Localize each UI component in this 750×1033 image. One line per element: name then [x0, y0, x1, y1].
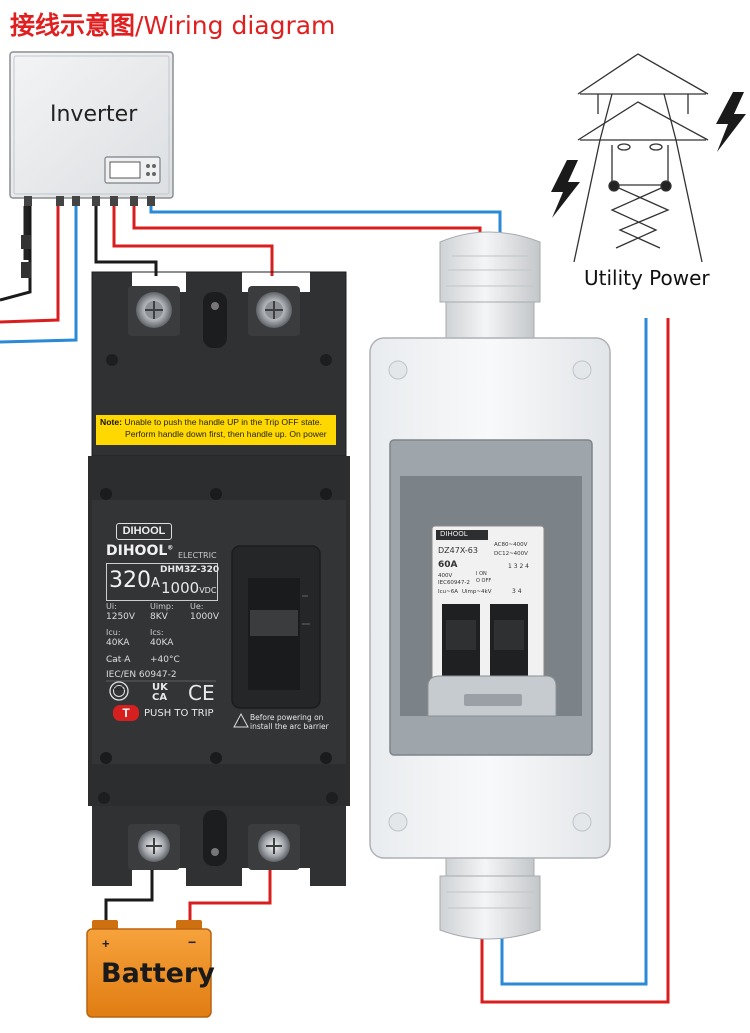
temperature: +40°C — [150, 655, 180, 665]
brand-reg: ® — [167, 544, 174, 552]
utility-wires — [480, 318, 670, 1004]
voltage-unit: VDC — [199, 586, 217, 595]
mcb-ac: AC80~400V — [494, 542, 528, 548]
inverter-label: Inverter — [50, 102, 138, 127]
mcb-rated: 400V — [438, 573, 453, 579]
inverter-to-breaker-wires — [94, 198, 274, 276]
page-title: 接线示意图/Wiring diagram — [10, 6, 335, 42]
trip-label: PUSH TO TRIP — [144, 708, 214, 719]
utility-power-label: Utility Power — [584, 266, 710, 290]
uimp-value: 8KV — [150, 612, 168, 622]
icu-value: 40KA — [106, 638, 130, 648]
ce-mark-icon: CE — [188, 681, 215, 705]
note-line1: Unable to push the handle UP in the Trip… — [124, 417, 322, 427]
mcb-off: O OFF — [476, 578, 492, 584]
mcb-std: IEC60947-2 — [438, 580, 470, 586]
mcb-dc: DC12~400V — [494, 551, 528, 557]
warn-line1: Before powering on — [250, 713, 324, 722]
mcb-uimp: Uimp~4kV — [462, 589, 492, 595]
brand-logo: DIHOOL® — [106, 543, 173, 559]
brand-text: DIHOOL — [106, 543, 168, 559]
ukca-bottom: CA — [152, 692, 168, 703]
brand-electric: ELECTRIC — [178, 551, 217, 560]
note-line2: Perform handle down first, then handle u… — [125, 428, 327, 439]
ui-label: Ui: — [106, 602, 117, 611]
ccc-mark-icon: CCC — [113, 686, 125, 692]
push-to-trip-button[interactable]: T — [113, 705, 139, 721]
current-value: 320 — [109, 568, 151, 593]
title-sep: / — [135, 11, 144, 40]
ics-value: 40KA — [150, 638, 174, 648]
rating-box — [106, 563, 218, 601]
distribution-box — [369, 231, 611, 940]
rated-current: 320A — [109, 568, 160, 593]
model-number: DHM3Z-320 — [160, 565, 220, 575]
ue-value: 1000V — [190, 612, 220, 622]
uimp-label: Uimp: — [150, 602, 174, 611]
battery — [86, 920, 212, 1018]
rated-voltage: 1000VDC — [161, 579, 216, 597]
category: Cat A — [106, 655, 131, 665]
ue-label: Ue: — [190, 602, 204, 611]
title-cn: 接线示意图 — [10, 11, 136, 40]
warning-icon: ! — [238, 718, 241, 726]
mcb-current: 60A — [438, 560, 458, 570]
battery-label: Battery — [101, 958, 215, 989]
inverter-to-box-wires — [132, 198, 502, 240]
lightning-icon — [716, 92, 746, 152]
mcb-terminals-bottom: 3 4 — [512, 588, 522, 595]
voltage-value: 1000 — [161, 579, 200, 597]
mcb-on: I ON — [476, 571, 487, 577]
breaker-note: Note: Unable to push the handle UP in th… — [96, 415, 336, 445]
current-unit: A — [151, 576, 160, 591]
warn-line2: install the arc barrier — [250, 722, 329, 731]
breaker-to-battery-wires — [104, 862, 272, 925]
battery-minus: − — [188, 934, 197, 950]
battery-plus: + — [102, 936, 110, 951]
brand-box: DIHOOL — [116, 523, 172, 540]
icu-label: Icu: — [106, 628, 121, 637]
lightning-icon — [551, 160, 580, 218]
note-label: Note: — [100, 417, 122, 427]
standard: IEC/EN 60947-2 — [106, 670, 177, 680]
utility-tower-icon — [573, 53, 709, 263]
mcb-terminals-top: 1 3 2 4 — [508, 563, 529, 570]
left-edge-wires — [0, 200, 78, 344]
ics-label: Ics: — [150, 628, 164, 637]
mcb-icu: Icu~6A — [438, 589, 459, 595]
title-en: Wiring diagram — [143, 11, 336, 40]
mcb-brand: DIHOOL — [440, 530, 468, 538]
mcb-model: DZ47X-63 — [438, 546, 478, 555]
inverter — [9, 51, 174, 278]
ui-value: 1250V — [106, 612, 136, 622]
ukca-top: UK — [152, 682, 168, 693]
